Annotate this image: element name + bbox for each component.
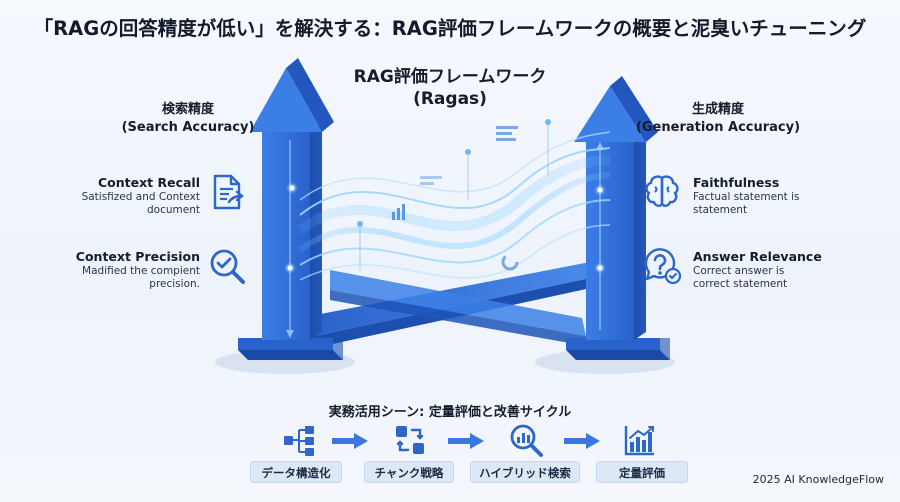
- search-accuracy-heading: 検索精度 (Search Accuracy): [121, 102, 255, 135]
- search-chart-icon: [510, 424, 543, 457]
- question-check-icon: [644, 248, 682, 285]
- framework-title: RAG評価フレームワーク (Ragas): [353, 67, 547, 109]
- arrow-right-icon: [448, 433, 484, 449]
- generation-accuracy-heading: 生成精度 (Generation Accuracy): [635, 102, 801, 135]
- metric-context-recall: Context Recall Satisfized and Context do…: [81, 175, 200, 216]
- step-quantitative-evaluation: 定量評価: [596, 461, 688, 483]
- brain-icon: [645, 175, 679, 207]
- data-flow-waves: [297, 131, 611, 281]
- hierarchy-icon: [284, 426, 314, 456]
- flow-dots: [284, 119, 606, 274]
- metric-context-precision: Context Precision Madified the compient …: [75, 249, 200, 290]
- step-hybrid-search: ハイブリッド検索: [470, 461, 580, 483]
- left-accuracy-arrow: [238, 58, 343, 360]
- arrow-right-icon: [332, 433, 368, 449]
- document-arrow-icon: [213, 174, 244, 210]
- workflow-title: 実務活用シーン: 定量評価と改善サイクル: [328, 405, 572, 420]
- metric-answer-relevance: Answer Relevance Correct answer is corre…: [693, 249, 822, 290]
- step-chunk-strategy: チャンク戦略: [364, 461, 454, 483]
- chunk-cycle-icon: [396, 426, 424, 454]
- diagonal-beam: [300, 262, 600, 350]
- bar-chart-icon: [624, 426, 654, 456]
- metric-faithfulness: Faithfulness Factual statement is statem…: [693, 175, 800, 216]
- arrow-right-icon: [564, 433, 600, 449]
- step-data-structuring: データ構造化: [250, 461, 342, 483]
- magnifier-check-icon: [210, 249, 245, 284]
- footer-credit: 2025 AI KnowledgeFlow: [752, 473, 884, 486]
- floating-data-icons: [359, 125, 549, 271]
- page-title: 「RAGの回答精度が低い」を解決する：RAG評価フレームワークの概要と泥臭いチュ…: [33, 17, 867, 40]
